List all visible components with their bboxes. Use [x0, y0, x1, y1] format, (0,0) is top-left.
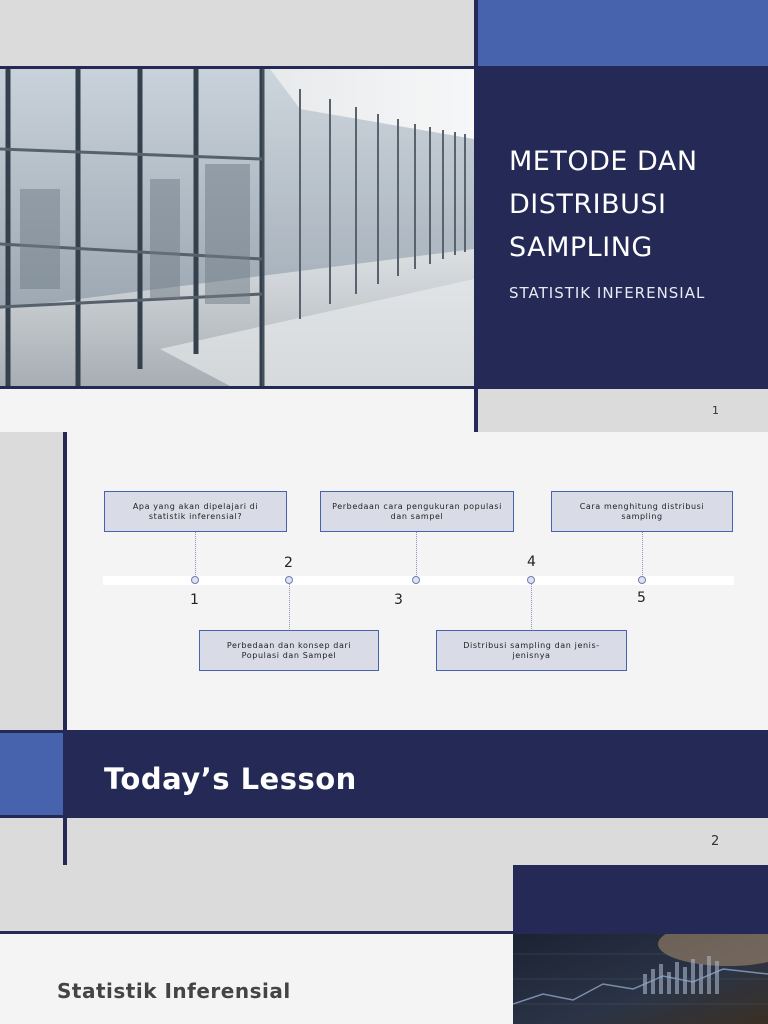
page-number: 2: [711, 834, 720, 849]
presentation-title: METODE DAN DISTRIBUSI SAMPLING: [509, 146, 698, 263]
timeline-item-1-box: Apa yang akan dipelajari di statistik in…: [104, 491, 287, 532]
timeline-connector: [642, 531, 643, 577]
building-hallway-photo: [0, 69, 474, 386]
bottom-grey-panel: [67, 818, 768, 865]
divider-line: [0, 815, 768, 818]
top-grey-panel: [0, 0, 474, 66]
slide-2: Apa yang akan dipelajari di statistik in…: [0, 432, 768, 865]
page-number: 1: [712, 404, 719, 417]
timeline-item-2-box: Perbedaan dan konsep dari Populasi dan S…: [199, 630, 379, 671]
divider-line: [0, 66, 768, 69]
bottom-light-panel: [0, 389, 474, 432]
timeline-item-text: Perbedaan dan konsep dari Populasi dan S…: [226, 640, 352, 660]
timeline-item-4-box: Distribusi sampling dan jenis-jenisnya: [436, 630, 627, 671]
timeline-number: 5: [637, 590, 646, 606]
timeline-connector: [195, 531, 196, 577]
timeline-number: 3: [394, 592, 403, 608]
top-navy-panel: [513, 865, 768, 931]
timeline-connector: [289, 584, 290, 631]
title-panel: [478, 69, 768, 386]
divider-line: [0, 386, 768, 389]
timeline-connector: [531, 584, 532, 631]
timeline-item-text: Cara menghitung distribusi sampling: [579, 501, 705, 521]
timeline-item-5-box: Cara menghitung distribusi sampling: [551, 491, 733, 532]
chart-screen-image: [513, 934, 768, 1024]
hallway-image: [0, 69, 474, 386]
slide-heading: Statistik Inferensial: [57, 979, 291, 1003]
top-blue-panel: [478, 0, 768, 66]
slide-heading: Today’s Lesson: [104, 762, 357, 796]
heading-blue-panel: [0, 733, 63, 815]
divider-line-vertical: [474, 0, 478, 432]
timeline-dot: [191, 576, 199, 584]
timeline-dot: [285, 576, 293, 584]
timeline-item-3-box: Perbedaan cara pengukuran populasi dan s…: [320, 491, 514, 532]
timeline-dot: [412, 576, 420, 584]
timeline-connector: [416, 531, 417, 577]
bottom-grey-panel: [478, 389, 768, 432]
divider-line: [0, 730, 768, 733]
slide-3: Statistik Inferensial: [0, 865, 768, 1024]
timeline-item-text: Distribusi sampling dan jenis-jenisnya: [463, 640, 600, 660]
presentation-subtitle: STATISTIK INFERENSIAL: [509, 284, 706, 302]
heading-band: [67, 733, 768, 815]
timeline-number: 2: [284, 555, 293, 571]
divider-line-vertical: [63, 432, 67, 865]
slide-1: METODE DAN DISTRIBUSI SAMPLING STATISTIK…: [0, 0, 768, 432]
timeline-item-text: Perbedaan cara pengukuran populasi dan s…: [332, 501, 502, 521]
financial-chart-photo: [513, 934, 768, 1024]
timeline-number: 1: [190, 592, 199, 608]
divider-line: [0, 931, 768, 934]
timeline-number: 4: [527, 554, 536, 570]
timeline-dot: [638, 576, 646, 584]
bottom-grey-panel: [0, 818, 63, 865]
timeline-dot: [527, 576, 535, 584]
timeline-item-text: Apa yang akan dipelajari di statistik in…: [132, 501, 259, 521]
left-grey-panel: [0, 432, 63, 732]
top-grey-panel: [0, 865, 513, 931]
